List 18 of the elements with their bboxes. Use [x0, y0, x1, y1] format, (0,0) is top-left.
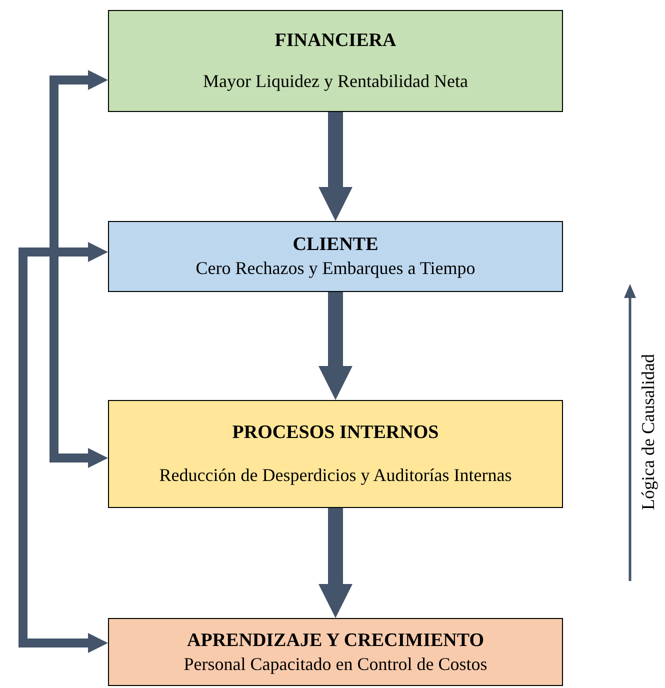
perspective-box	[108, 10, 563, 112]
block-arrow	[318, 292, 352, 400]
box-description: Reducción de Desperdicios y Auditorías Internas	[159, 464, 512, 488]
perspective-box	[108, 221, 563, 292]
box-description: Mayor Liquidez y Rentabilidad Neta	[203, 70, 468, 94]
bracket-arrow	[50, 70, 108, 468]
box-heading: FINANCIERA	[274, 28, 396, 53]
box-description: Cero Rechazos y Embarques a Tiempo	[196, 257, 476, 280]
perspective-box	[108, 618, 563, 686]
box-heading: APRENDIZAJE Y CRECIMIENTO	[187, 628, 484, 652]
bracket-arrow	[18, 242, 108, 653]
block-arrow	[318, 508, 352, 618]
block-arrow	[318, 112, 352, 221]
box-heading: CLIENTE	[292, 233, 378, 257]
box-description: Personal Capacitado en Control de Costos	[184, 652, 488, 676]
perspective-box	[108, 400, 563, 508]
rotated-label: Lógica de Causalidad	[637, 354, 659, 510]
box-heading: PROCESOS INTERNOS	[232, 420, 439, 445]
